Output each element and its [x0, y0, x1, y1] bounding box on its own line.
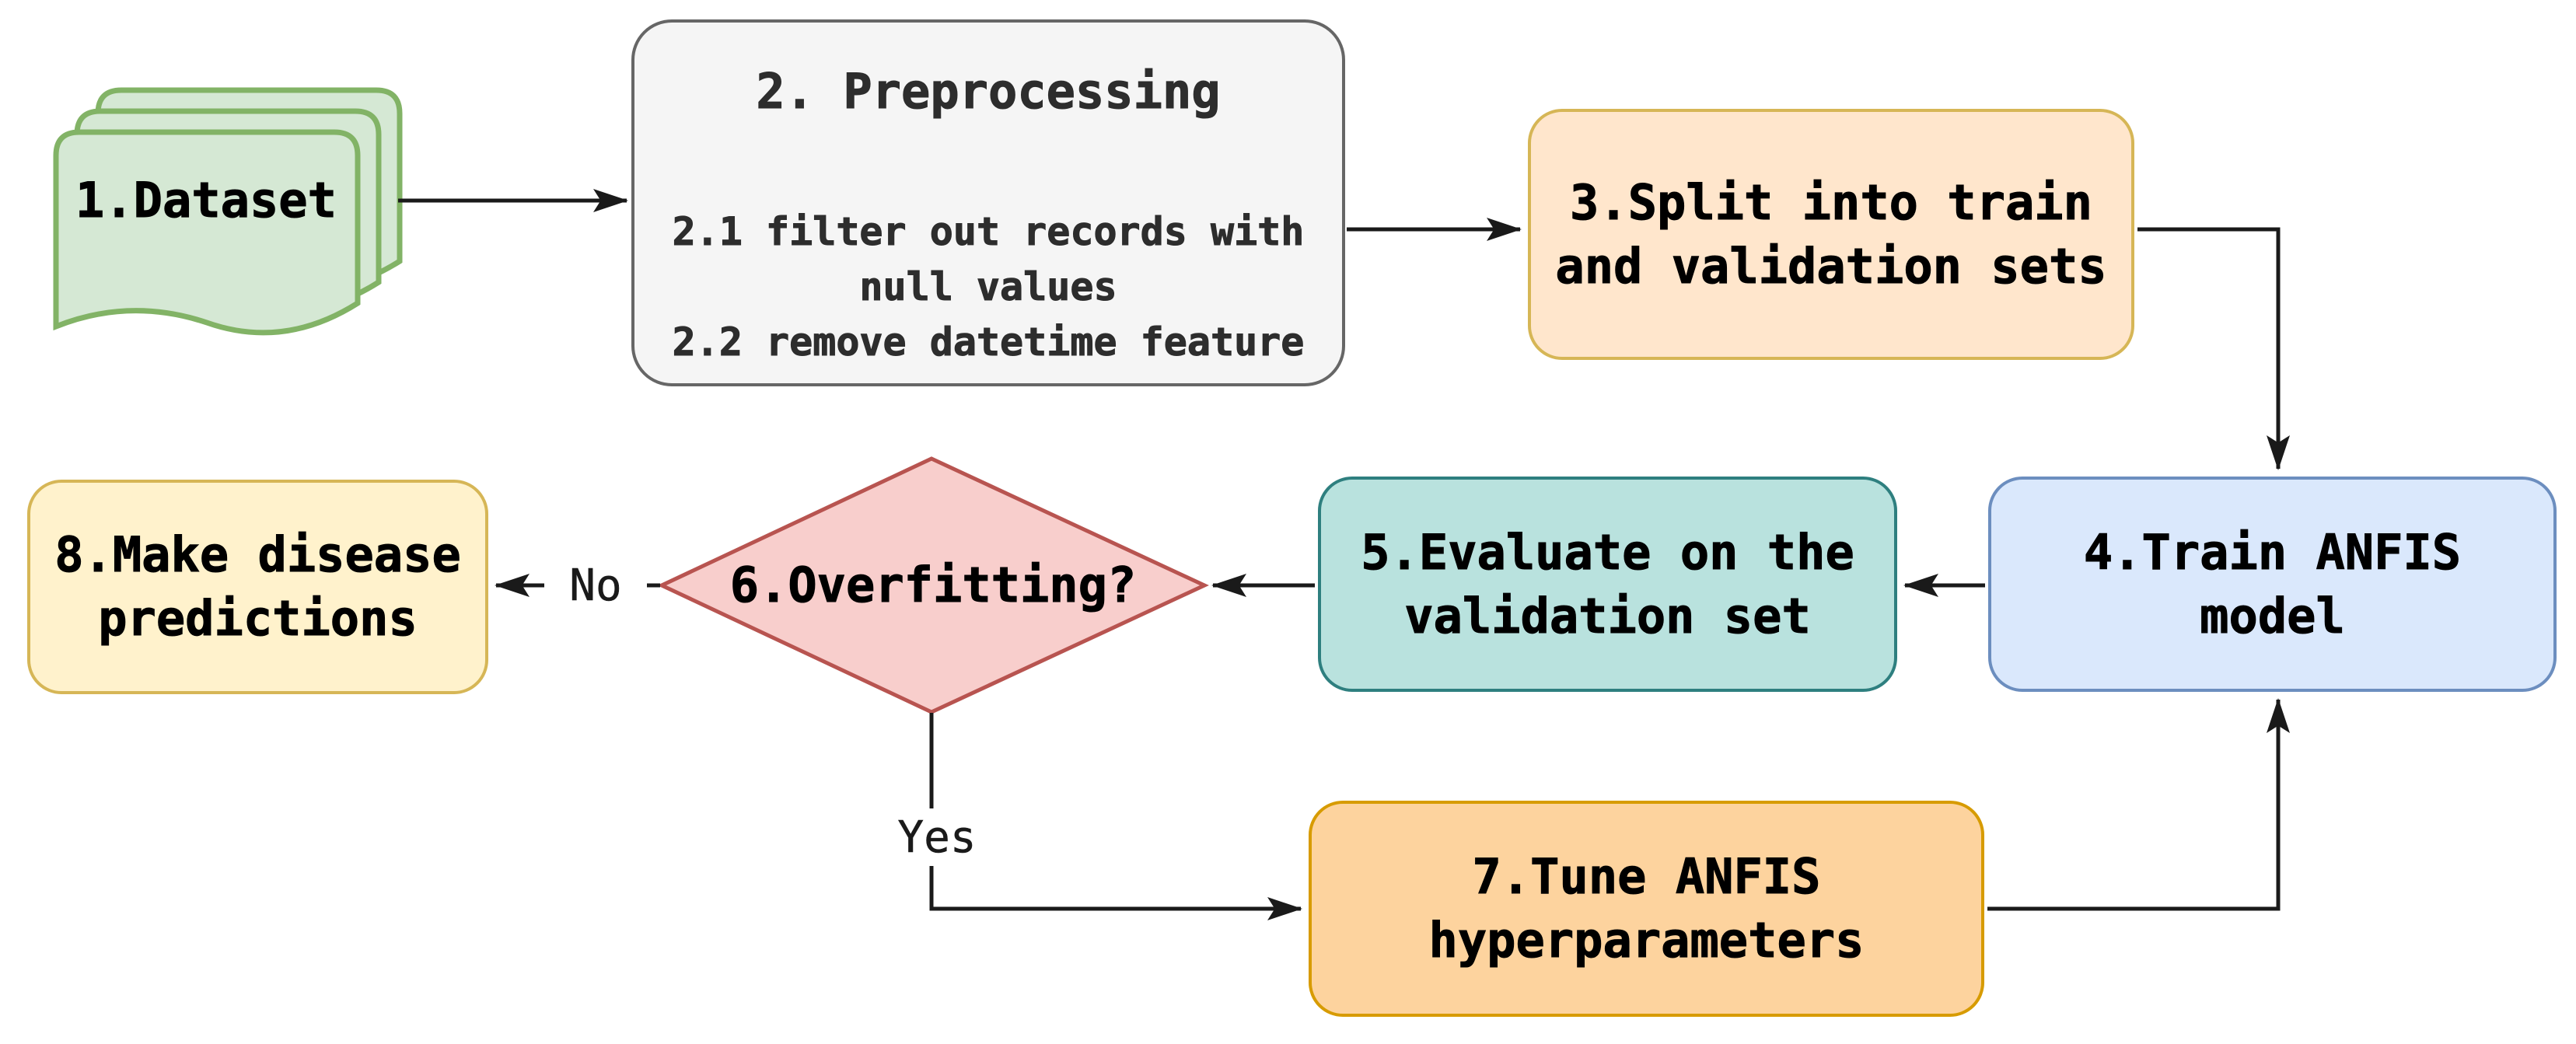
- edge-tune-to-train: [1987, 698, 2290, 911]
- edge-overfitting-yes-to-tune: [929, 713, 1302, 920]
- preprocessing-steps: 2.1 filter out records with null values …: [634, 204, 1342, 370]
- overfitting-label: 6.Overfitting?: [729, 556, 1137, 613]
- tune-label: 7.Tune ANFIS hyperparameters: [1428, 848, 1865, 969]
- node-make-predictions: 8.Make disease predictions: [27, 480, 488, 694]
- preprocessing-title: 2. Preprocessing: [756, 62, 1221, 120]
- node-train-anfis: 4.Train ANFIS model: [1988, 477, 2557, 692]
- dataset-page-front: [53, 129, 361, 336]
- preprocessing-step-1: 2.1 filter out records with null values: [672, 209, 1305, 310]
- predict-label: 8.Make disease predictions: [54, 526, 462, 648]
- preprocessing-step-2: 2.2 remove datetime feature: [672, 319, 1305, 365]
- train-label: 4.Train ANFIS model: [2083, 523, 2462, 644]
- overfitting-diamond-shape: [657, 456, 1209, 714]
- node-split-train-validation: 3.Split into train and validation sets: [1528, 109, 2134, 360]
- edge-label-yes: Yes: [869, 808, 1005, 866]
- dataset-document-stack-icon: [53, 87, 403, 336]
- dataset-label: 1.Dataset: [75, 171, 337, 229]
- edge-label-no: No: [544, 557, 647, 613]
- evaluate-label: 5.Evaluate on the validation set: [1361, 523, 1855, 644]
- edge-split-to-train: [2137, 227, 2290, 470]
- node-evaluate-validation: 5.Evaluate on the validation set: [1318, 477, 1897, 692]
- split-label: 3.Split into train and validation sets: [1555, 173, 2107, 295]
- node-preprocessing: 2. Preprocessing 2.1 filter out records …: [631, 19, 1345, 386]
- node-tune-hyperparameters: 7.Tune ANFIS hyperparameters: [1309, 801, 1984, 1017]
